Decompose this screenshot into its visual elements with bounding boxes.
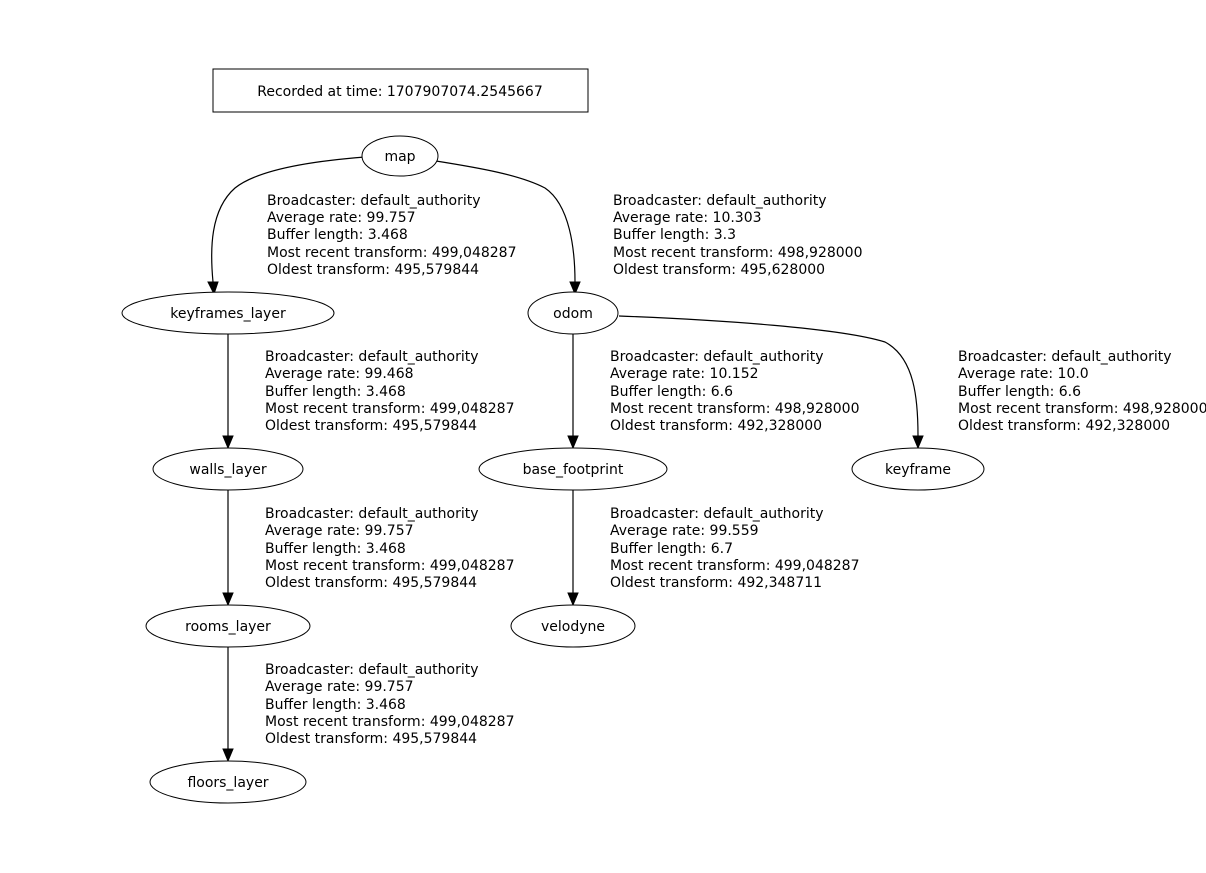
oldest-transform-text: Oldest transform: 495,579844 <box>265 418 477 434</box>
edge-label-walls-rooms: Broadcaster: default_authority Average r… <box>265 506 514 591</box>
buffer-length-text: Buffer length: 6.6 <box>610 384 733 400</box>
oldest-transform-text: Oldest transform: 495,628000 <box>613 262 825 278</box>
node-map: map <box>361 135 439 177</box>
node-base-footprint: base_footprint <box>478 447 668 491</box>
node-keyframe-label: keyframe <box>885 462 951 478</box>
node-rooms-layer-label: rooms_layer <box>185 619 271 635</box>
node-odom: odom <box>527 291 619 335</box>
broadcaster-text: Broadcaster: default_authority <box>610 349 824 365</box>
edge-label-rooms-floors: Broadcaster: default_authority Average r… <box>265 662 514 747</box>
average-rate-text: Average rate: 10.303 <box>613 210 762 226</box>
oldest-transform-text: Oldest transform: 492,328000 <box>610 418 822 434</box>
node-velodyne: velodyne <box>510 604 636 648</box>
edge-label-odom-keyframe: Broadcaster: default_authority Average r… <box>958 349 1206 434</box>
buffer-length-text: Buffer length: 3.468 <box>265 697 406 713</box>
most-recent-transform-text: Most recent transform: 498,928000 <box>958 401 1206 417</box>
average-rate-text: Average rate: 99.757 <box>267 210 416 226</box>
most-recent-transform-text: Most recent transform: 499,048287 <box>610 558 859 574</box>
node-rooms-layer: rooms_layer <box>145 604 311 648</box>
most-recent-transform-text: Most recent transform: 499,048287 <box>265 401 514 417</box>
node-keyframes-layer: keyframes_layer <box>121 291 335 335</box>
oldest-transform-text: Oldest transform: 495,579844 <box>265 731 477 747</box>
edge-label-odom-base-footprint: Broadcaster: default_authority Average r… <box>610 349 859 434</box>
recorded-time-box: Recorded at time: 1707907074.2545667 <box>212 68 589 113</box>
edge-odom-base-footprint <box>567 334 579 450</box>
most-recent-transform-text: Most recent transform: 499,048287 <box>265 714 514 730</box>
edge-label-keyframes-walls: Broadcaster: default_authority Average r… <box>265 349 514 434</box>
node-floors-layer-label: floors_layer <box>187 775 268 791</box>
broadcaster-text: Broadcaster: default_authority <box>265 349 479 365</box>
buffer-length-text: Buffer length: 3.468 <box>265 384 406 400</box>
edge-walls-rooms <box>222 490 234 607</box>
broadcaster-text: Broadcaster: default_authority <box>610 506 824 522</box>
buffer-length-text: Buffer length: 3.3 <box>613 227 736 243</box>
edge-base-footprint-velodyne <box>567 490 579 607</box>
node-map-label: map <box>384 149 415 165</box>
buffer-length-text: Buffer length: 6.6 <box>958 384 1081 400</box>
most-recent-transform-text: Most recent transform: 498,928000 <box>613 245 862 261</box>
most-recent-transform-text: Most recent transform: 499,048287 <box>265 558 514 574</box>
node-base-footprint-label: base_footprint <box>523 462 624 478</box>
node-floors-layer: floors_layer <box>149 760 307 804</box>
average-rate-text: Average rate: 99.757 <box>265 523 414 539</box>
average-rate-text: Average rate: 99.468 <box>265 366 414 382</box>
edge-map-odom <box>435 160 581 296</box>
node-velodyne-label: velodyne <box>541 619 605 635</box>
node-keyframes-layer-label: keyframes_layer <box>170 306 286 322</box>
broadcaster-text: Broadcaster: default_authority <box>613 193 827 209</box>
buffer-length-text: Buffer length: 3.468 <box>265 541 406 557</box>
node-walls-layer: walls_layer <box>152 447 304 491</box>
recorded-time-label: Recorded at time: 1707907074.2545667 <box>257 84 543 100</box>
edge-label-base-footprint-velodyne: Broadcaster: default_authority Average r… <box>610 506 859 591</box>
edge-odom-keyframe <box>618 315 924 450</box>
edge-map-keyframes-layer <box>207 156 366 296</box>
average-rate-text: Average rate: 99.757 <box>265 679 414 695</box>
buffer-length-text: Buffer length: 6.7 <box>610 541 733 557</box>
edge-label-map-odom: Broadcaster: default_authority Average r… <box>613 193 862 278</box>
average-rate-text: Average rate: 99.559 <box>610 523 759 539</box>
oldest-transform-text: Oldest transform: 492,348711 <box>610 575 822 591</box>
node-walls-layer-label: walls_layer <box>189 462 266 478</box>
broadcaster-text: Broadcaster: default_authority <box>265 662 479 678</box>
most-recent-transform-text: Most recent transform: 499,048287 <box>267 245 516 261</box>
edge-label-map-keyframes-layer: Broadcaster: default_authority Average r… <box>267 193 516 278</box>
most-recent-transform-text: Most recent transform: 498,928000 <box>610 401 859 417</box>
node-keyframe: keyframe <box>851 447 985 491</box>
average-rate-text: Average rate: 10.0 <box>958 366 1089 382</box>
broadcaster-text: Broadcaster: default_authority <box>265 506 479 522</box>
oldest-transform-text: Oldest transform: 495,579844 <box>267 262 479 278</box>
broadcaster-text: Broadcaster: default_authority <box>958 349 1172 365</box>
broadcaster-text: Broadcaster: default_authority <box>267 193 481 209</box>
buffer-length-text: Buffer length: 3.468 <box>267 227 408 243</box>
average-rate-text: Average rate: 10.152 <box>610 366 759 382</box>
oldest-transform-text: Oldest transform: 492,328000 <box>958 418 1170 434</box>
oldest-transform-text: Oldest transform: 495,579844 <box>265 575 477 591</box>
node-odom-label: odom <box>553 306 593 322</box>
edge-keyframes-walls <box>222 334 234 450</box>
edge-rooms-floors <box>222 647 234 763</box>
